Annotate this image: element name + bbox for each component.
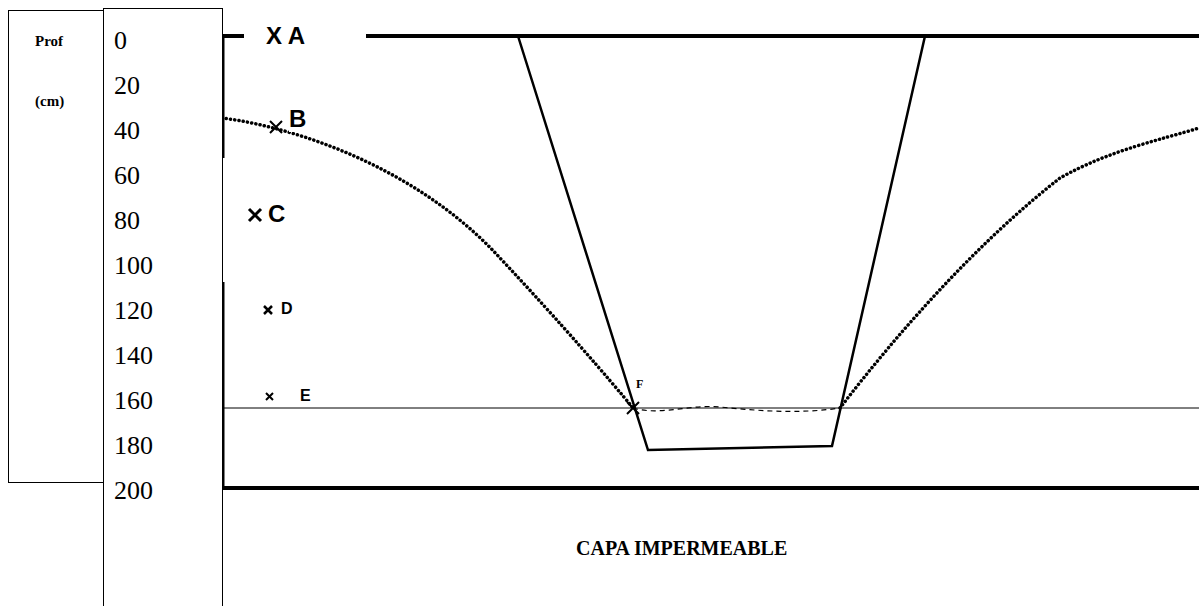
depth-scale-box: 0 20 40 60 80 100 120 140 160 180 200 — [103, 8, 223, 606]
water-table — [840, 128, 1199, 408]
axis-title: (cm) — [35, 93, 64, 110]
ground-surface — [222, 34, 244, 38]
point-label: X A — [266, 23, 305, 49]
depth-tick: 0 — [114, 27, 127, 56]
point-label: F — [636, 378, 643, 391]
depth-tick: 20 — [114, 72, 140, 101]
layer-label: CAPA IMPERMEABLE — [576, 537, 787, 559]
depth-tick: 200 — [114, 477, 153, 506]
depth-tick: 60 — [114, 162, 140, 191]
point-label: C — [268, 201, 285, 227]
ground-surface — [366, 34, 1199, 38]
axis-title-box: Prof (cm) — [8, 10, 104, 483]
depth-tick: 40 — [114, 117, 140, 146]
point-markers — [249, 121, 639, 414]
depth-tick: 120 — [114, 297, 153, 326]
water-table — [222, 118, 633, 408]
depth-tick: 140 — [114, 342, 153, 371]
reference-line — [103, 408, 1199, 409]
point-label: E — [300, 387, 311, 405]
axis-title: Prof — [35, 33, 63, 50]
impermeable-layer — [222, 486, 1199, 490]
ditch-water — [633, 407, 840, 412]
point-label: B — [289, 106, 306, 132]
point-label: D — [281, 300, 293, 318]
depth-tick: 100 — [114, 252, 153, 281]
depth-tick: 160 — [114, 387, 153, 416]
depth-tick: 180 — [114, 432, 153, 461]
drainage-ditch — [518, 36, 925, 450]
depth-tick: 80 — [114, 207, 140, 236]
